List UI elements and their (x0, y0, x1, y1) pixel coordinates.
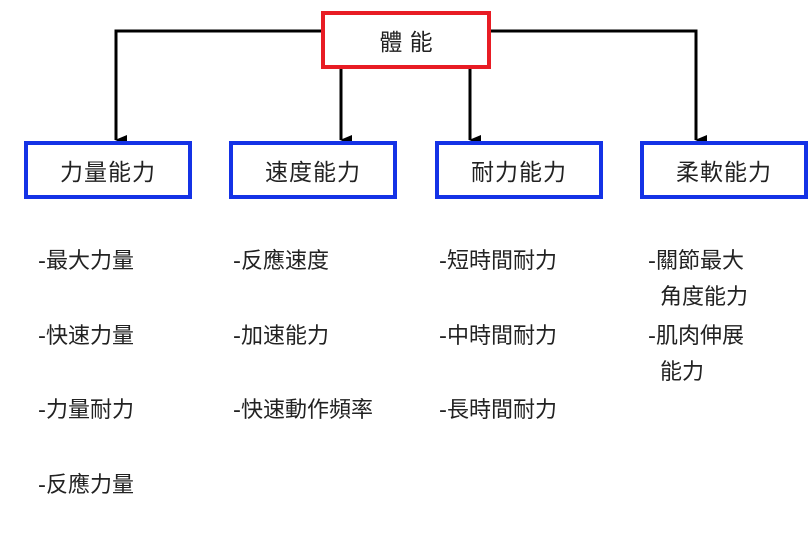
connector-to-strength (114, 29, 323, 145)
list-item: -快速力量 (38, 323, 134, 349)
flexibility-items: -關節最大 角度能力 -肌肉伸展 能力 (648, 244, 748, 393)
category-endurance: 耐力能力 (435, 141, 603, 199)
category-label: 耐力能力 (471, 160, 567, 186)
list-item: -反應力量 (38, 473, 134, 499)
list-item: -短時間耐力 (439, 249, 557, 274)
list-item-line: -肌肉伸展 (648, 323, 744, 349)
root-node: 體 能 (321, 11, 491, 69)
category-label: 柔軟能力 (676, 160, 772, 186)
list-item-line: -關節最大 (648, 249, 744, 274)
list-item: -肌肉伸展 能力 (648, 319, 748, 394)
strength-items: -最大力量 -快速力量 -力量耐力 -反應力量 (38, 244, 134, 543)
list-item: -快速動作頻率 (233, 398, 373, 424)
speed-items: -反應速度 -加速能力 -快速動作頻率 (233, 244, 373, 468)
list-item: -關節最大 角度能力 (648, 244, 748, 319)
list-item: -力量耐力 (38, 398, 134, 424)
list-item: -最大力量 (38, 249, 134, 274)
category-speed: 速度能力 (229, 141, 397, 199)
endurance-items: -短時間耐力 -中時間耐力 -長時間耐力 (439, 244, 557, 468)
connector-to-flexibility (489, 29, 707, 145)
connector-lines (114, 29, 707, 145)
list-item-line: 角度能力 (660, 285, 749, 310)
category-flexibility: 柔軟能力 (640, 141, 808, 199)
category-label: 力量能力 (60, 160, 156, 186)
list-item: -反應速度 (233, 249, 329, 274)
list-item: -加速能力 (233, 323, 329, 349)
category-strength: 力量能力 (24, 141, 192, 199)
category-label: 速度能力 (265, 160, 361, 186)
root-label: 體 能 (379, 30, 433, 56)
list-item: -長時間耐力 (439, 398, 557, 424)
list-item-line: 能力 (660, 359, 705, 385)
list-item: -中時間耐力 (439, 323, 557, 349)
